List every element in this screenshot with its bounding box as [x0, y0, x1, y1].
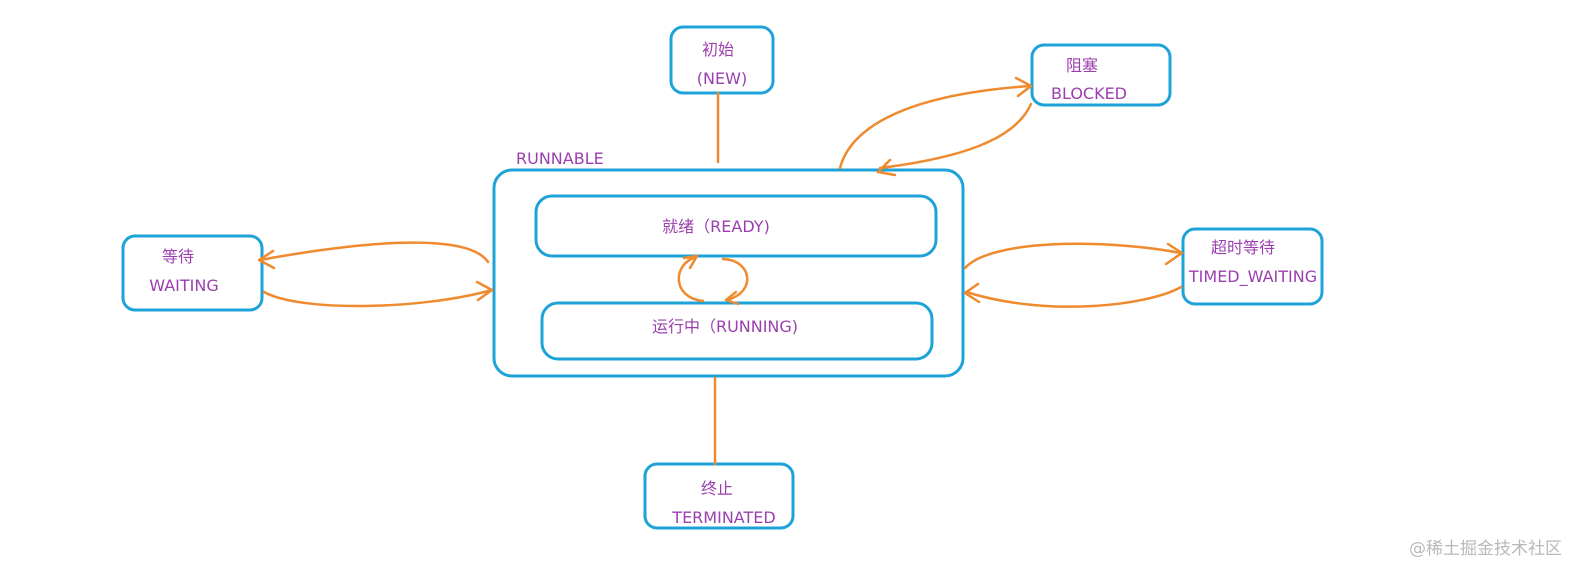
ready-state-label: 就绪（READY) [662, 217, 770, 236]
timed-waiting-state-sublabel: TIMED_WAITING [1188, 267, 1318, 286]
runnable-to-timed-waiting-arrow [963, 242, 1183, 270]
blocked-to-runnable-arrow [878, 102, 1033, 170]
ready-state-box [534, 194, 938, 258]
terminated-state-box [643, 462, 795, 530]
runnable-state-label: RUNNABLE [516, 149, 604, 168]
timed-waiting-state-box [1181, 227, 1324, 306]
running-state-label: 运行中（RUNNING) [651, 317, 799, 336]
timed-waiting-state-label: 超时等待 [1210, 238, 1276, 257]
waiting-state-box [121, 234, 264, 312]
waiting-state-sublabel: WAITING [149, 276, 219, 295]
runnable-to-blocked-arrow [838, 84, 1032, 170]
new-state-box [669, 25, 775, 95]
runnable-to-waiting-arrow [258, 241, 490, 264]
running-to-ready-arrowhead [682, 254, 699, 270]
ready-to-running-arrow [721, 257, 749, 302]
waiting-to-runnable-arrow [262, 288, 494, 308]
blocked-state-label: 阻塞 [1065, 56, 1099, 75]
terminated-state-sublabel: TERMINATED [672, 508, 776, 527]
running-to-ready-arrow [677, 255, 705, 303]
runnable-state-box [492, 168, 965, 378]
timed-waiting-to-runnable-arrow [964, 285, 1183, 308]
runnable-to-blocked-arrowhead [1014, 76, 1033, 98]
runnable-to-waiting-arrowhead [257, 249, 276, 270]
waiting-to-runnable-arrowhead [475, 280, 494, 302]
watermark: @稀土掘金技术社区 [1409, 539, 1562, 559]
waiting-state-label: 等待 [161, 247, 195, 266]
blocked-to-runnable-arrowhead [876, 158, 897, 177]
runnable-to-timed-waiting-arrowhead [1164, 242, 1184, 266]
timed-waiting-to-runnable-arrowhead [963, 282, 981, 304]
new-state-label: 初始 [701, 40, 735, 59]
blocked-state-sublabel: BLOCKED [1050, 84, 1128, 103]
blocked-state-box [1030, 43, 1172, 107]
ready-to-running-arrowhead [724, 290, 740, 306]
new-state-sublabel: (NEW) [696, 69, 748, 88]
terminated-state-label: 终止 [700, 479, 734, 498]
